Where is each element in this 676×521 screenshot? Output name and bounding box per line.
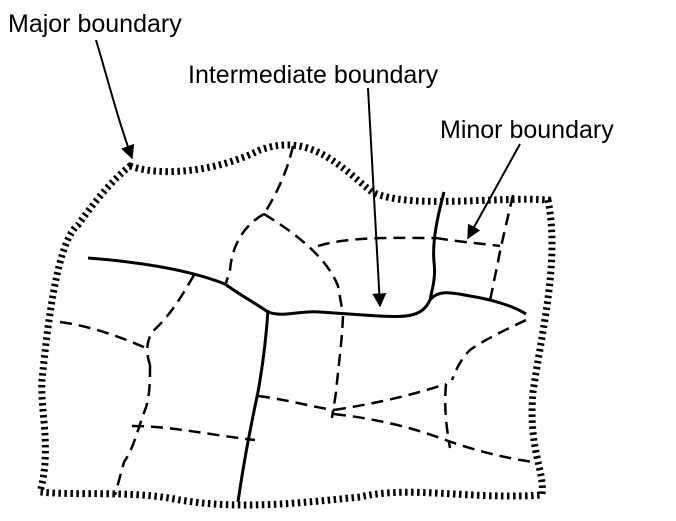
minor-boundary-north-2: [224, 212, 265, 284]
minor-boundary-north-6: [488, 194, 515, 301]
intermediate-boundary-vertical-south: [236, 309, 270, 503]
minor-boundary-center-2: [257, 394, 335, 412]
intermediate-boundary-vertical-northeast: [428, 191, 446, 301]
intermediate-boundary-main: [87, 256, 527, 318]
arrow-minor-boundary: [467, 143, 521, 240]
minor-boundary-east-2: [443, 383, 452, 449]
label-intermediate-boundary: Intermediate boundary: [188, 61, 439, 89]
minor-boundaries: [59, 145, 534, 496]
minor-boundary-west-1: [146, 274, 196, 366]
minor-boundary-center-1: [330, 315, 345, 419]
major-boundary-outline: [35, 141, 556, 509]
minor-boundary-east-1: [450, 318, 527, 381]
minor-boundary-east-3: [333, 412, 534, 464]
label-minor-boundary: Minor boundary: [440, 116, 614, 144]
label-major-boundary: Major boundary: [8, 10, 182, 38]
minor-boundary-west-2: [59, 320, 147, 350]
minor-boundary-north-4: [317, 236, 437, 248]
minor-boundary-north-5: [435, 236, 501, 248]
minor-boundary-north-1: [262, 145, 295, 215]
minor-boundary-center-3: [333, 382, 447, 412]
minor-boundary-west-3: [113, 364, 152, 496]
arrow-major-boundary: [95, 39, 135, 160]
arrow-intermediate-boundary: [367, 87, 387, 308]
minor-boundary-north-3: [263, 212, 345, 315]
minor-boundary-west-4: [131, 424, 256, 442]
